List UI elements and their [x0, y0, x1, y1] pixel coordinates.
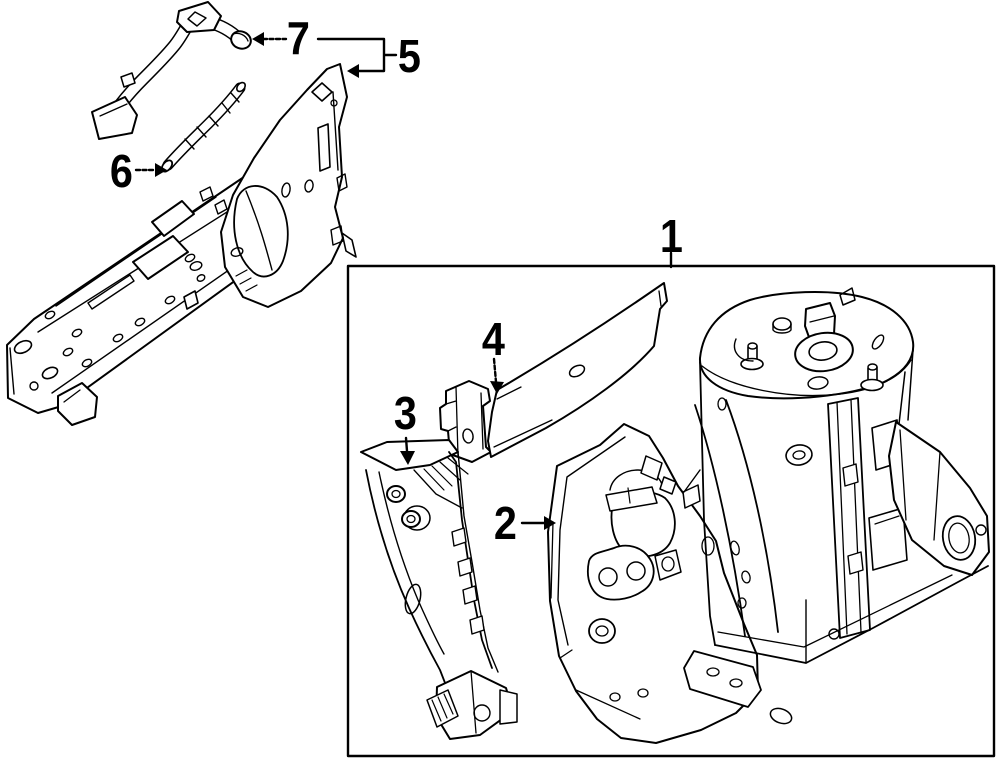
leader-5	[316, 37, 398, 73]
callout-7-label: 7	[286, 12, 310, 64]
callout-2-label: 2	[493, 497, 517, 549]
arrowhead-5	[347, 64, 359, 78]
leader-4	[492, 357, 498, 384]
hose-drawing	[160, 81, 246, 173]
wheelhouse-panel-drawing	[547, 423, 793, 744]
pillar-bracket-drawing	[360, 439, 518, 740]
arrowhead-7	[252, 32, 264, 46]
arrowhead-4	[490, 381, 504, 394]
arrowhead-6	[155, 163, 167, 177]
callout-6-label: 6	[109, 145, 133, 197]
upper-brace-drawing	[439, 282, 668, 463]
arrowhead-3	[400, 451, 415, 465]
callout-5-label: 5	[397, 30, 421, 82]
callout-1-label: 1	[659, 210, 683, 262]
leader-3	[404, 436, 409, 453]
support-bracket-drawing	[91, 1, 252, 140]
callout-leader-lines	[134, 32, 673, 530]
callout-3-label: 3	[393, 387, 417, 439]
callout-4-label: 4	[481, 313, 505, 365]
frame-rail-assembly-drawing	[6, 63, 357, 426]
arrowhead-2	[544, 516, 556, 530]
strut-tower-drawing	[682, 287, 990, 664]
